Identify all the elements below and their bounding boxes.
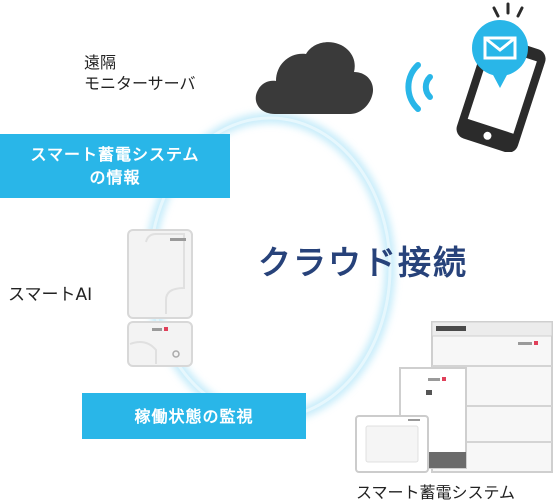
cloud-connection-heading: クラウド接続 — [258, 243, 468, 282]
remote-label-line2: モニターサーバ — [84, 74, 196, 93]
wifi-signal-icon — [405, 62, 433, 112]
monitoring-banner: 稼働状態の監視 — [82, 393, 306, 439]
info-banner-line2: の情報 — [89, 168, 141, 187]
cloud-icon — [255, 42, 374, 114]
remote-monitor-server-label: 遠隔 モニターサーバ — [84, 52, 196, 94]
smart-ai-device — [127, 229, 193, 367]
storage-system-device — [355, 321, 553, 473]
storage-info-banner: スマート蓄電システム の情報 — [0, 134, 230, 198]
storage-system-label: スマート蓄電システム — [356, 483, 516, 502]
smart-ai-label: スマートAI — [8, 285, 93, 305]
remote-label-line1: 遠隔 — [84, 53, 117, 72]
info-banner-line1: スマート蓄電システム — [30, 145, 200, 164]
envelope-icon — [472, 20, 528, 88]
